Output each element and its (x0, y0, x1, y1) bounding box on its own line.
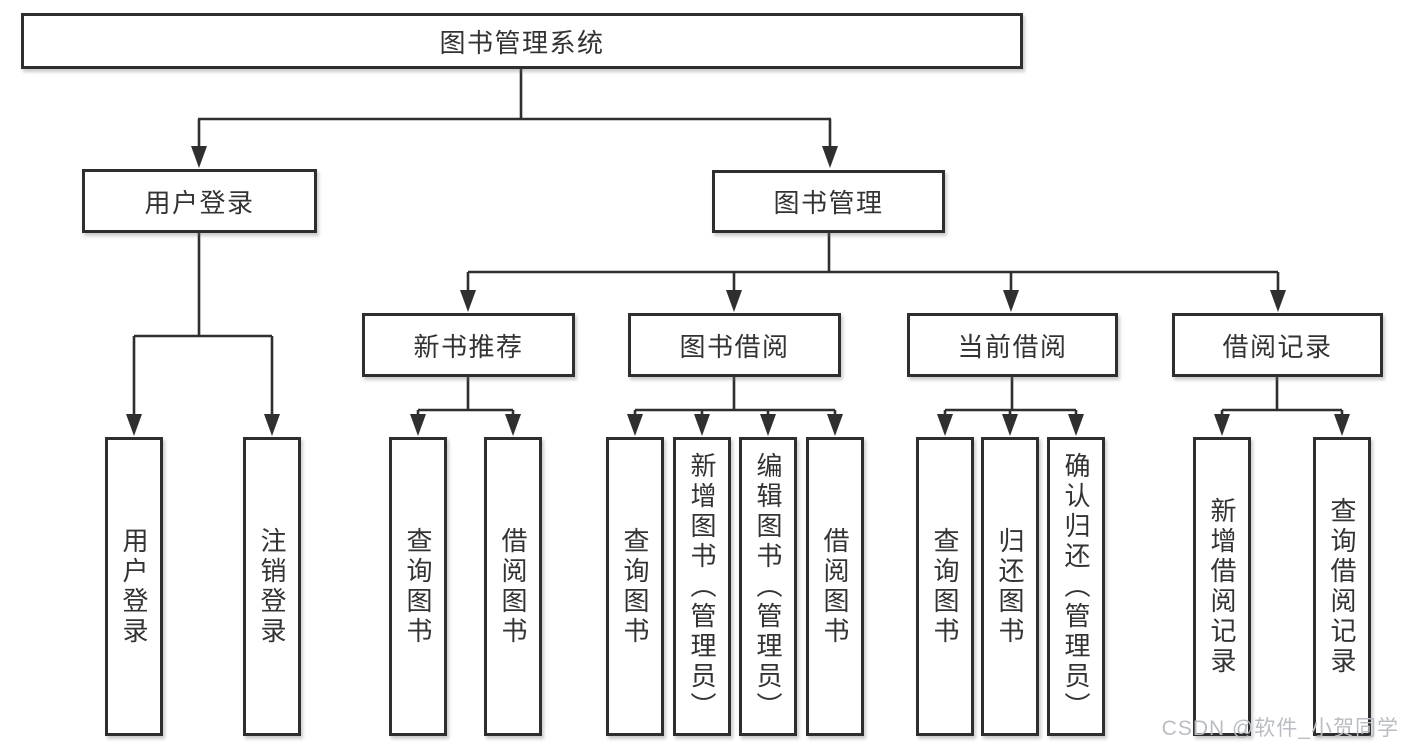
leaf-label: 查询图书 (930, 526, 960, 647)
leaf-logout: 注销登录 (243, 437, 301, 736)
leaf-label: 注销登录 (257, 526, 287, 647)
node-new-book-recommend: 新书推荐 (362, 313, 575, 377)
leaf-label: 查询图书 (620, 526, 650, 647)
leaf-borrow-books-1: 借阅图书 (484, 437, 542, 736)
leaf-query-books-2: 查询图书 (606, 437, 664, 736)
leaf-label: 新增图书（管理员） (687, 451, 717, 722)
leaf-query-borrow-record: 查询借阅记录 (1313, 437, 1371, 736)
leaf-query-books-1: 查询图书 (389, 437, 447, 736)
leaf-label: 借阅图书 (498, 526, 528, 647)
leaf-label: 归还图书 (995, 526, 1025, 647)
connector-lines (132, 69, 1344, 420)
node-user-login: 用户登录 (82, 169, 317, 233)
leaf-add-book-admin: 新增图书（管理员） (673, 437, 731, 736)
leaf-borrow-books-2: 借阅图书 (806, 437, 864, 736)
node-label: 图书管理 (773, 188, 884, 218)
node-label: 借阅记录 (1222, 331, 1333, 362)
leaf-label: 新增借阅记录 (1207, 496, 1237, 677)
leaf-confirm-return-admin: 确认归还（管理员） (1047, 437, 1105, 736)
node-label: 图书借阅 (679, 331, 790, 362)
leaf-label: 查询借阅记录 (1327, 496, 1357, 677)
node-book-management: 图书管理 (712, 170, 945, 233)
leaf-return-books: 归还图书 (981, 437, 1039, 736)
node-borrow-records: 借阅记录 (1172, 313, 1383, 377)
node-label: 图书管理系统 (439, 27, 605, 58)
leaf-edit-book-admin: 编辑图书（管理员） (739, 437, 797, 736)
node-current-borrowing: 当前借阅 (907, 313, 1118, 377)
leaf-label: 编辑图书（管理员） (753, 451, 783, 722)
arrowhead-icons (126, 146, 1350, 436)
leaf-label: 用户登录 (119, 526, 149, 647)
node-book-borrowing: 图书借阅 (628, 313, 841, 377)
leaf-label: 查询图书 (403, 526, 433, 647)
node-label: 当前借阅 (957, 331, 1068, 362)
leaf-user-login: 用户登录 (105, 437, 163, 736)
leaf-query-books-3: 查询图书 (916, 437, 974, 736)
leaf-add-borrow-record: 新增借阅记录 (1193, 437, 1251, 736)
watermark: CSDN @软件_小贺同学 (1161, 717, 1399, 740)
node-label: 用户登录 (144, 187, 255, 218)
node-label: 新书推荐 (413, 331, 524, 362)
leaf-label: 确认归还（管理员） (1061, 451, 1091, 722)
node-library-system: 图书管理系统 (21, 13, 1023, 69)
leaf-label: 借阅图书 (820, 526, 850, 647)
